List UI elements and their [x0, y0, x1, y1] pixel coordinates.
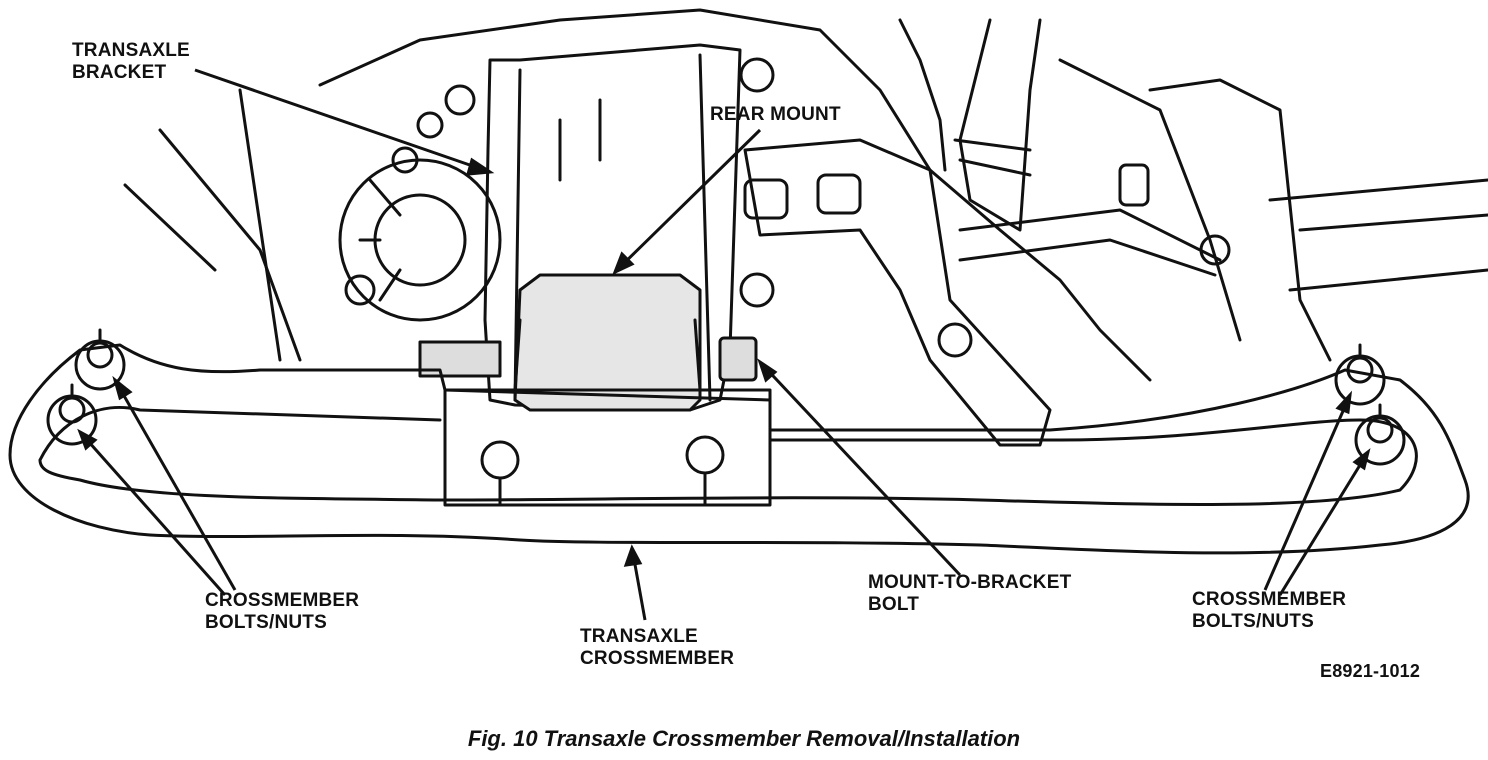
crossmember-bolt-left-1 — [74, 328, 126, 391]
label-crossmember-bolts-right: CROSSMEMBER BOLTS/NUTS — [1192, 589, 1346, 633]
crossmember-inner-edge — [38, 405, 1418, 506]
rear-mount-shoulder-l — [513, 318, 522, 392]
figure-code: E8921-1012 — [1320, 661, 1421, 681]
crossmember-bolt-left-2 — [46, 383, 98, 446]
leader-bolts-left-1 — [113, 379, 237, 591]
linkage-rod — [958, 208, 1222, 262]
linkage-rod-lower — [958, 238, 1217, 277]
background-line-c — [1148, 78, 1332, 362]
bracket-hole-2 — [739, 272, 775, 308]
label-crossmember-bolts-right-line2: BOLTS/NUTS — [1192, 611, 1314, 632]
base-stud-left — [480, 440, 520, 480]
figure-caption: Fig. 10 Transaxle Crossmember Removal/In… — [467, 726, 1021, 751]
axle-boot-ring-1 — [953, 138, 1032, 152]
housing-bolt-1 — [444, 84, 476, 116]
label-transaxle-bracket-line2: BRACKET — [72, 62, 167, 83]
linkage-end-cap — [1199, 234, 1231, 266]
rear-mount — [513, 273, 702, 412]
background-line-b — [123, 183, 217, 272]
background-line-e — [1268, 178, 1488, 202]
leader-rear-mount — [613, 128, 762, 274]
label-crossmember-bolts-left: CROSSMEMBER BOLTS/NUTS — [205, 590, 359, 634]
background-line-f — [1288, 268, 1488, 292]
label-mount-to-bracket-bolt: MOUNT-TO-BRACKET BOLT — [868, 572, 1071, 616]
housing-outline — [318, 8, 1152, 382]
transaxle-bracket — [483, 43, 742, 412]
rear-mount-shoulder-r — [693, 318, 702, 392]
leader-transaxle-bracket — [194, 68, 491, 174]
housing-bolt-3 — [391, 146, 419, 174]
housing-rib-3 — [378, 268, 402, 302]
bracket-rib-1 — [513, 68, 522, 402]
housing-bolt-4 — [344, 274, 376, 306]
leader-bolts-right-2 — [1278, 451, 1370, 596]
mount-base — [443, 388, 772, 507]
bracket-hole-1 — [739, 57, 775, 93]
label-transaxle-crossmember-line2: CROSSMEMBER — [580, 648, 735, 669]
bracket-rib-2 — [698, 53, 712, 402]
label-transaxle-bracket-line1: TRANSAXLE — [72, 40, 190, 61]
leader-crossmember-arrow — [623, 544, 643, 567]
label-transaxle-crossmember: TRANSAXLE CROSSMEMBER — [580, 626, 734, 670]
arm-bolt-2 — [816, 173, 862, 215]
label-transaxle-bracket: TRANSAXLE BRACKET — [72, 40, 190, 84]
leader-bolts-left-1-arrow — [112, 375, 133, 401]
axle-shaft — [958, 18, 1042, 232]
mount-bolt-nut — [718, 336, 758, 382]
leader-bolts-left-2-arrow — [77, 428, 98, 451]
crossmember-outline — [8, 343, 1470, 555]
leader-bolts-right-1 — [1263, 394, 1352, 591]
leader-transaxle-bracket-arrow — [465, 157, 495, 176]
leader-mount-to-bracket — [758, 360, 962, 577]
background-line-d — [1058, 58, 1242, 342]
differential-inner — [373, 193, 467, 287]
background-line-g — [1298, 213, 1488, 232]
background-line-a — [158, 128, 302, 362]
housing-rib-1 — [368, 178, 402, 217]
axle-boot-ring-2 — [958, 158, 1032, 177]
crossmember-bolt-right-2 — [1354, 403, 1406, 466]
arm-bolt-3 — [937, 322, 973, 358]
base-stud-right — [685, 435, 725, 475]
leader-mount-to-bracket-arrow — [757, 358, 778, 383]
label-mount-to-bracket-bolt-line2: BOLT — [868, 594, 920, 615]
leader-rear-mount-arrow — [612, 251, 635, 275]
label-transaxle-crossmember-line1: TRANSAXLE — [580, 626, 698, 647]
housing-bolt-2 — [416, 111, 444, 139]
arm-bolt-1 — [743, 178, 789, 220]
background-line-h — [898, 18, 947, 172]
linkage-stud — [1118, 163, 1150, 207]
crossmember-bolt-right-1 — [1334, 343, 1386, 406]
label-mount-to-bracket-bolt-line1: MOUNT-TO-BRACKET — [868, 572, 1072, 593]
leader-bolts-right-2-arrow — [1352, 448, 1371, 471]
leader-bolts-right-1-arrow — [1335, 390, 1353, 415]
housing-left-edge — [238, 88, 282, 362]
label-crossmember-bolts-right-line1: CROSSMEMBER — [1192, 589, 1347, 610]
label-crossmember-bolts-left-line2: BOLTS/NUTS — [205, 612, 327, 633]
label-rear-mount: REAR MOUNT — [710, 104, 841, 125]
differential-housing — [338, 158, 502, 322]
label-crossmember-bolts-left-line1: CROSSMEMBER — [205, 590, 360, 611]
leader-bolts-left-2 — [78, 431, 227, 596]
mount-arm — [743, 138, 1052, 447]
